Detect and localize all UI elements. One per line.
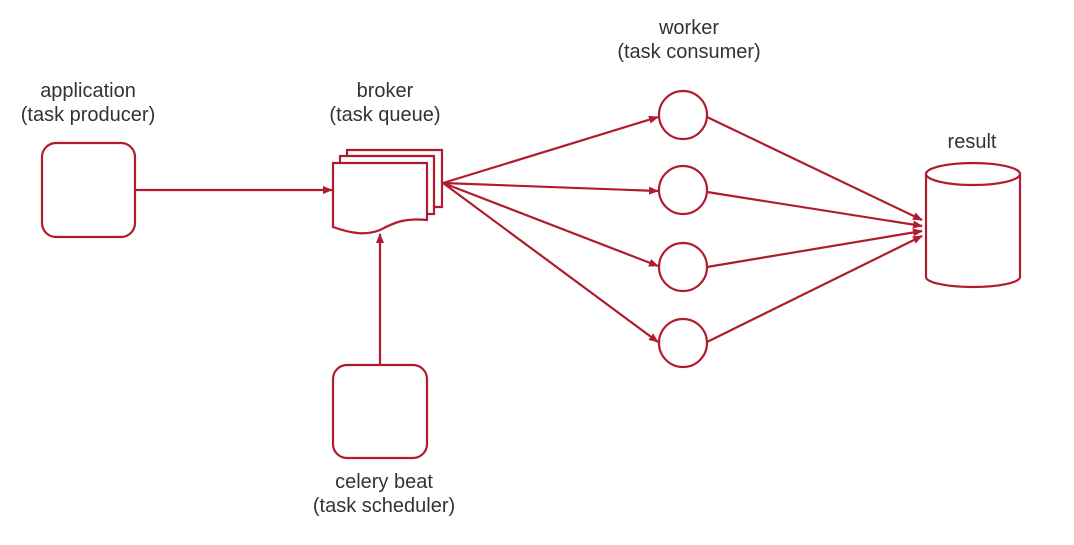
application-title: application [40,80,136,102]
worker-node-1 [657,89,709,141]
edge-worker-4-result [706,235,923,343]
worker-label: worker (task consumer) [617,16,760,64]
broker-label: broker (task queue) [329,79,440,127]
edge-broker-worker-3 [442,181,659,268]
result-title: result [947,131,997,153]
celery-beat-title: celery beat [335,471,433,493]
result-database-icon [924,161,1022,289]
edge-worker-2-result [706,190,923,229]
worker-node-3 [657,241,709,293]
celery-beat-subtitle: (task scheduler) [312,495,456,517]
result-label: result [948,130,997,154]
broker-title: broker [356,80,414,102]
application-label: application (task producer) [21,79,156,127]
celery-beat-label: celery beat (task scheduler) [313,470,455,518]
edge-broker-worker-2 [442,181,659,195]
edge-broker-worker-4 [442,182,659,343]
worker-title: worker [658,17,719,39]
application-node [40,141,137,239]
worker-node-4 [657,317,709,369]
worker-node-2 [657,164,709,216]
edge-broker-worker-1 [442,115,659,185]
edges [135,115,923,365]
celery-beat-node [331,363,429,460]
edge-worker-1-result [706,116,923,221]
broker-subtitle: (task queue) [329,104,441,126]
edge-worker-3-result [706,228,923,269]
application-subtitle: (task producer) [20,104,156,126]
worker-subtitle: (task consumer) [617,41,761,63]
broker-queue-icon [331,148,444,235]
